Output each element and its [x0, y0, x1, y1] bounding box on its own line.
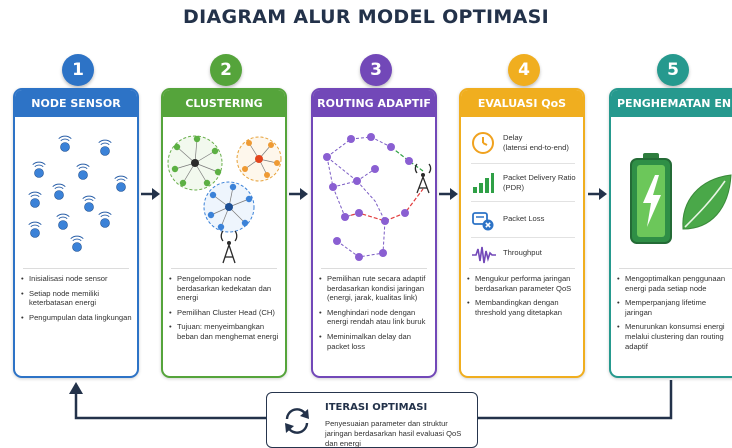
card-evaluasi-qos: EVALUASI QoS Delay (latensi end-to-end) … — [459, 88, 585, 378]
bullet-item: Meminimalkan delay dan packet loss — [319, 332, 431, 351]
bullet-item: Pengelompokan node berdasarkan kedekatan… — [169, 274, 281, 303]
routing-network-illustration — [313, 117, 435, 269]
arrow-right-icon — [439, 188, 458, 200]
iterasi-optimasi-box: ITERASI OPTIMASI Penyesuaian parameter d… — [266, 392, 478, 448]
sensor-node-icon — [52, 183, 66, 200]
card-divider — [619, 268, 732, 269]
bullet-item: Mengoptimalkan penggunaan energi pada se… — [617, 274, 731, 293]
metric-sub: (PDR) — [503, 183, 525, 192]
sensor-node-icon — [76, 163, 90, 180]
step-number-4: 4 — [508, 54, 540, 86]
loop-description: Penyesuaian parameter dan struktur jarin… — [325, 419, 462, 448]
sensor-node-icon — [70, 235, 84, 252]
metric-label: Throughput — [503, 248, 542, 257]
waveform-icon — [471, 243, 497, 267]
card-divider — [23, 268, 129, 269]
diagram-title: DIAGRAM ALUR MODEL OPTIMASI — [183, 6, 549, 28]
step-number-1: 1 — [62, 54, 94, 86]
sensor-node-icon — [82, 195, 96, 212]
card-header-penghematan-energi: PENGHEMATAN ENERGI — [611, 90, 732, 117]
bullet-item: Tujuan: menyeimbangkan beban dan menghem… — [169, 322, 281, 341]
metric-packet-loss: Packet Loss — [469, 205, 577, 237]
bullet-item: Menurunkan konsumsi energi melalui clust… — [617, 322, 731, 351]
energy-saving-illustration — [611, 117, 732, 269]
bullet-item: Pengumpulan data lingkungan — [21, 313, 133, 323]
metric-divider — [471, 163, 575, 164]
arrow-right-icon — [588, 188, 607, 200]
signal-bars-icon — [471, 171, 495, 195]
bullet-item: Setiap node memiliki keterbatasan energi — [21, 289, 133, 308]
qos-metrics-list: Delay (latensi end-to-end) Packet Delive… — [461, 117, 583, 269]
metric-throughput: Throughput — [469, 239, 577, 271]
card-header-clustering: CLUSTERING — [163, 90, 285, 117]
card-divider — [321, 268, 427, 269]
arrow-right-icon — [289, 188, 308, 200]
bullet-item: Menghindari node dengan energi rendah at… — [319, 308, 431, 327]
card-clustering: CLUSTERING — [161, 88, 287, 378]
routing-bullets: Pemilihan rute secara adaptif berdasarka… — [319, 274, 431, 356]
bullet-item: Membandingkan dengan threshold yang dite… — [467, 298, 579, 317]
refresh-cycle-icon — [281, 405, 313, 442]
loop-title: ITERASI OPTIMASI — [325, 402, 428, 413]
sensor-node-icon — [32, 161, 46, 178]
step-number-3: 3 — [360, 54, 392, 86]
card-penghematan-energi: PENGHEMATAN ENERGI Mengoptimalkan penggu… — [609, 88, 732, 378]
clustering-illustration — [163, 117, 285, 269]
energy-bullets: Mengoptimalkan penggunaan energi pada se… — [617, 274, 731, 356]
card-routing-adaptif: ROUTING ADAPTIF — [311, 88, 437, 378]
sensor-node-icon — [56, 213, 70, 230]
metric-label: Packet Loss — [503, 214, 545, 223]
metric-label: Delay — [503, 133, 523, 142]
clock-icon — [471, 131, 495, 155]
metric-divider — [471, 201, 575, 202]
arrow-right-icon — [141, 188, 160, 200]
bullet-item: Pemilihan rute secara adaptif berdasarka… — [319, 274, 431, 303]
metric-sub: (latensi end-to-end) — [503, 143, 569, 152]
bullet-item: Inisialisasi node sensor — [21, 274, 133, 284]
sensor-node-icon — [98, 211, 112, 228]
qos-bullets: Mengukur performa jaringan berdasarkan p… — [467, 274, 579, 322]
card-header-node-sensor: NODE SENSOR — [15, 90, 137, 117]
metric-delay: Delay (latensi end-to-end) — [469, 127, 577, 159]
sensor-node-icon — [28, 191, 42, 208]
card-header-evaluasi-qos: EVALUASI QoS — [461, 90, 583, 117]
bullet-item: Mengukur performa jaringan berdasarkan p… — [467, 274, 579, 293]
card-divider — [469, 268, 575, 269]
sensor-node-icon — [114, 175, 128, 192]
metric-label: Packet Delivery Ratio — [503, 173, 576, 182]
bullet-item: Memperpanjang lifetime jaringan — [617, 298, 731, 317]
card-node-sensor: NODE SENSOR Inisialisasi node sensor Set… — [13, 88, 139, 378]
metric-divider — [471, 237, 575, 238]
card-header-routing-adaptif: ROUTING ADAPTIF — [313, 90, 435, 117]
sensor-node-icon — [28, 221, 42, 238]
node-sensor-bullets: Inisialisasi node sensor Setiap node mem… — [21, 274, 133, 327]
packet-loss-icon — [471, 209, 495, 233]
sensor-nodes-illustration — [15, 117, 137, 269]
clustering-bullets: Pengelompokan node berdasarkan kedekatan… — [169, 274, 281, 347]
bullet-item: Pemilihan Cluster Head (CH) — [169, 308, 281, 318]
step-number-2: 2 — [210, 54, 242, 86]
card-divider — [171, 268, 277, 269]
sensor-node-icon — [58, 135, 72, 152]
step-number-5: 5 — [657, 54, 689, 86]
metric-pdr: Packet Delivery Ratio (PDR) — [469, 167, 577, 199]
sensor-node-icon — [98, 139, 112, 156]
